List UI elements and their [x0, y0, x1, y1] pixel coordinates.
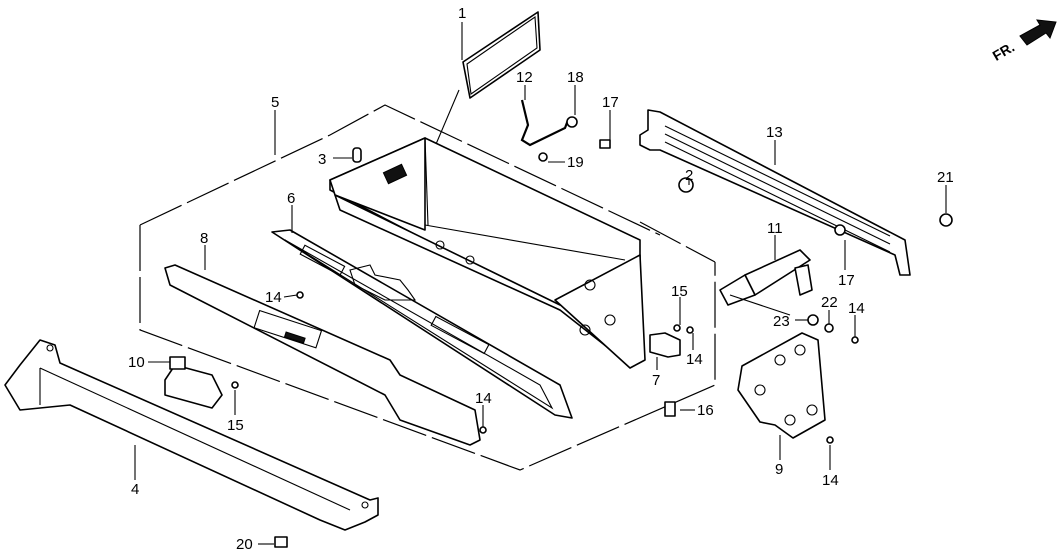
part-20-clip — [274, 536, 288, 548]
part-14-screw-b — [296, 291, 304, 299]
part-7-hinge — [649, 332, 681, 358]
callout-3: 3 — [318, 151, 326, 168]
fasteners — [231, 116, 953, 548]
part-14-screw-d — [686, 326, 694, 334]
part-4-lower-trim — [4, 339, 379, 531]
part-15-screw-b — [673, 324, 681, 332]
callout-7: 7 — [652, 372, 660, 389]
part-19-screw — [538, 152, 548, 162]
callout-11: 11 — [767, 220, 783, 237]
part-22-washer — [824, 323, 834, 333]
callout-4: 4 — [131, 481, 139, 498]
part-3-bulb — [352, 147, 362, 163]
front-arrow-icon — [1019, 19, 1057, 46]
callout-12: 12 — [516, 69, 533, 86]
part-14-screw-c — [479, 426, 487, 434]
callout-20: 20 — [236, 536, 253, 553]
callout-17a: 17 — [602, 94, 619, 111]
callout-14a: 14 — [265, 289, 282, 306]
callout-5: 5 — [271, 94, 279, 111]
part-14-screw-a — [851, 336, 859, 344]
callout-10: 10 — [128, 354, 145, 371]
part-12-wire — [520, 99, 570, 147]
callout-1: 1 — [458, 5, 466, 22]
part-1-panel — [424, 11, 541, 171]
part-6-inner-door — [271, 229, 573, 419]
callout-15b: 15 — [671, 283, 688, 300]
callout-14d: 14 — [848, 300, 865, 317]
callout-14c: 14 — [686, 351, 703, 368]
callout-22: 22 — [821, 294, 838, 311]
part-9-bracket — [737, 332, 826, 439]
part-23-collar — [807, 314, 819, 326]
part-18-clip — [566, 116, 578, 128]
callout-9: 9 — [775, 461, 783, 478]
callout-labels: 1 2 3 4 5 6 7 8 9 10 11 12 13 14 14 14 1… — [128, 5, 954, 553]
part-11-damper — [719, 249, 813, 306]
callout-17b: 17 — [838, 272, 855, 289]
part-14-screw-e — [826, 436, 834, 444]
part-21-nut — [939, 213, 953, 227]
part-15-screw-a — [231, 381, 239, 389]
callout-21: 21 — [937, 169, 954, 186]
callout-15a: 15 — [227, 417, 244, 434]
callout-19: 19 — [567, 154, 584, 171]
part-17-bolt — [599, 139, 611, 149]
part-10-latch — [164, 356, 223, 409]
part-8-outer-door — [164, 264, 481, 446]
callout-8: 8 — [200, 230, 208, 247]
part-13-rail — [639, 109, 911, 276]
callout-18: 18 — [567, 69, 584, 86]
callout-13: 13 — [766, 124, 783, 141]
part-16-stopper — [664, 401, 676, 417]
callout-23: 23 — [773, 313, 790, 330]
part-17-bolt-b — [834, 224, 846, 236]
callout-2: 2 — [685, 167, 693, 184]
assembly-outline — [139, 104, 716, 471]
callout-16: 16 — [697, 402, 714, 419]
callout-14e: 14 — [822, 472, 839, 489]
front-direction-label: FR. — [990, 39, 1018, 64]
leader-lines — [134, 22, 947, 545]
callout-14b: 14 — [475, 390, 492, 407]
callout-6: 6 — [287, 190, 295, 207]
part-5-glove-box — [329, 137, 646, 369]
